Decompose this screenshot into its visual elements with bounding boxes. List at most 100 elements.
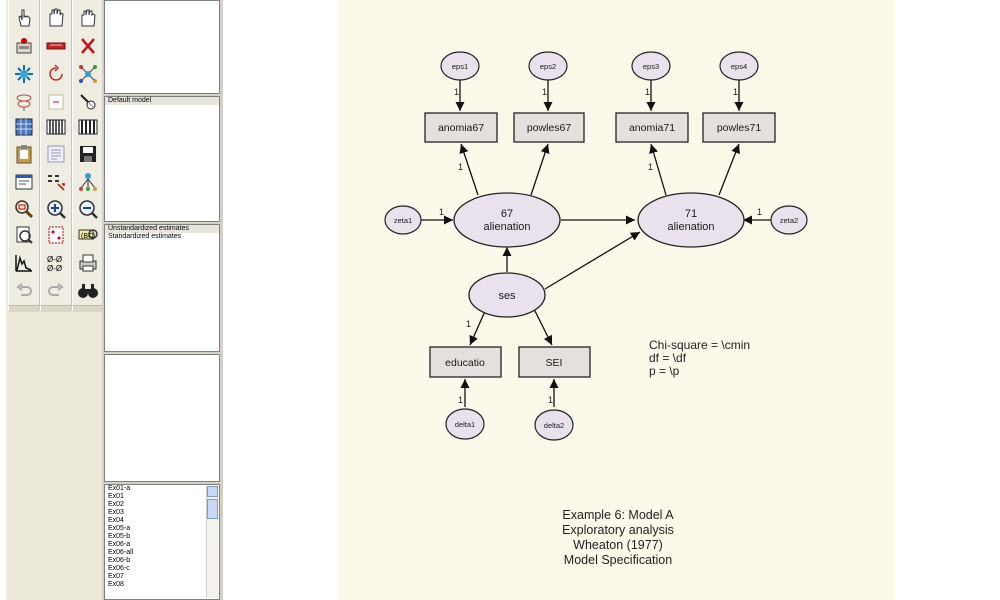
alienation71-label: alienation [667, 221, 714, 233]
list-variables-icon[interactable] [11, 115, 37, 139]
path-alien71-anomia71[interactable] [649, 143, 667, 196]
file-item[interactable]: Ex06-b [108, 557, 131, 564]
powles67-box[interactable] [513, 112, 585, 143]
draw-path-icon[interactable] [11, 34, 37, 58]
magnifier-icon[interactable]: (BC) [75, 223, 101, 247]
groups-panel[interactable] [104, 0, 220, 94]
zeta2-node[interactable] [770, 205, 808, 235]
path-arrows [420, 80, 771, 407]
path-ses-sei[interactable] [533, 308, 553, 346]
file-item[interactable]: Ex02 [108, 501, 124, 508]
redo-icon[interactable] [43, 278, 69, 302]
models-panel[interactable]: Default model [104, 96, 220, 222]
files-scrollbar[interactable] [206, 486, 218, 598]
file-item[interactable]: Ex06-c [108, 565, 130, 572]
model-item-default[interactable]: Default model [105, 97, 219, 105]
preserve-symmetries-icon[interactable] [75, 170, 101, 194]
calculate-estimates-icon[interactable] [75, 90, 101, 114]
select-all-icon[interactable] [75, 115, 101, 139]
ses-node[interactable] [468, 272, 546, 318]
educatio-box[interactable] [429, 346, 502, 378]
fit-to-page-icon[interactable] [43, 223, 69, 247]
alienation71-node[interactable] [637, 192, 745, 248]
text-output-icon[interactable] [43, 142, 69, 166]
erase-icon[interactable] [75, 34, 101, 58]
add-unique-variable-icon[interactable] [11, 62, 37, 86]
file-item[interactable]: Ex05-b [108, 533, 131, 540]
path-alien67-powles67[interactable] [530, 143, 550, 196]
eps3-node[interactable] [631, 51, 671, 81]
analysis-properties-icon[interactable] [43, 115, 69, 139]
zeta1-node[interactable] [384, 205, 422, 235]
path-diagram-canvas[interactable]: 1 1 1 1 1 1 1 1 1 1 1 eps1 eps2 eps3 [338, 0, 895, 600]
file-item[interactable]: Ex03 [108, 509, 124, 516]
draw-unobserved-icon[interactable] [43, 5, 69, 29]
delta2-node[interactable] [534, 409, 574, 441]
file-item[interactable]: Ex05-a [108, 525, 131, 532]
zoom-in-icon[interactable] [43, 197, 69, 221]
path-alien71-powles71[interactable] [718, 143, 740, 196]
figure-captions-icon[interactable] [11, 90, 37, 114]
undo-icon[interactable] [11, 278, 37, 302]
path-label: 1 [757, 207, 762, 217]
toolbox-column-1 [8, 0, 40, 312]
powles71-label: powles71 [717, 122, 762, 134]
zeta2-label: zeta2 [780, 216, 798, 225]
move-parameters-icon[interactable] [75, 62, 101, 86]
svg-text:(BC): (BC) [81, 233, 95, 240]
rotate-icon[interactable] [43, 62, 69, 86]
anomia71-box[interactable] [615, 112, 689, 143]
alienation67-label: alienation [483, 221, 530, 233]
path-diagram: 1 1 1 1 1 1 1 1 1 1 1 eps1 eps2 eps3 [384, 51, 808, 441]
delta1-label: delta1 [455, 420, 475, 429]
alienation67-node[interactable] [453, 192, 561, 248]
clipboard-icon[interactable] [11, 142, 37, 166]
alienation71-number: 71 [685, 208, 697, 220]
eps2-node[interactable] [528, 51, 568, 81]
path-alien67-anomia67[interactable] [459, 143, 479, 196]
eps4-node[interactable] [719, 51, 759, 81]
powles71-box[interactable] [702, 112, 776, 143]
print-icon[interactable] [75, 251, 101, 275]
file-item[interactable]: Ex07 [108, 573, 124, 580]
standardized-estimates-item[interactable]: Standardized estimates [108, 233, 182, 240]
scroll-up-button[interactable] [207, 486, 218, 497]
draw-indicator-icon[interactable] [75, 5, 101, 29]
path-ses-educatio[interactable] [469, 308, 487, 346]
file-item[interactable]: Ex06-all [108, 549, 134, 556]
draw-observed-icon[interactable] [11, 5, 37, 29]
file-item[interactable]: Ex06-a [108, 541, 131, 548]
zoom-page-icon[interactable] [11, 223, 37, 247]
sei-box[interactable] [518, 346, 591, 378]
draw-covariance-icon[interactable] [43, 34, 69, 58]
unstandardized-estimates-item[interactable]: Unstandardized estimates [105, 225, 219, 233]
svg-text:Ø-Ø: Ø-Ø [47, 255, 62, 264]
file-item[interactable]: Ex01 [108, 493, 124, 500]
delta1-node[interactable] [445, 408, 485, 440]
delta2-label: delta2 [544, 421, 564, 430]
file-item[interactable]: Ex04 [108, 517, 124, 524]
file-item[interactable]: Ex01-a [108, 485, 131, 492]
specification-search-icon[interactable] [75, 278, 101, 302]
estimates-panel[interactable]: Unstandardized estimates Standardized es… [104, 224, 220, 352]
eps4-label: eps4 [731, 62, 747, 71]
scroll-thumb[interactable] [207, 499, 218, 519]
data-files-icon[interactable] [43, 90, 69, 114]
bayesian-icon[interactable] [11, 251, 37, 275]
zoom-out-icon[interactable] [75, 197, 101, 221]
powles67-label: powles67 [527, 122, 572, 134]
zoom-select-icon[interactable] [11, 197, 37, 221]
drag-properties-icon[interactable] [43, 170, 69, 194]
save-icon[interactable] [75, 142, 101, 166]
figure-caption[interactable]: Example 6: Model A Exploratory analysis … [533, 508, 703, 568]
path-ses-alien71[interactable] [544, 231, 641, 290]
files-panel[interactable]: Ex01-a Ex01 Ex02 Ex03 Ex04 Ex05-a Ex05-b… [104, 484, 220, 600]
path-label: 1 [548, 395, 553, 405]
eps1-node[interactable] [440, 51, 480, 81]
anomia67-box[interactable] [424, 112, 498, 143]
object-properties-icon[interactable] [11, 170, 37, 194]
file-item[interactable]: Ex08 [108, 581, 124, 588]
eps2-label: eps2 [540, 62, 556, 71]
